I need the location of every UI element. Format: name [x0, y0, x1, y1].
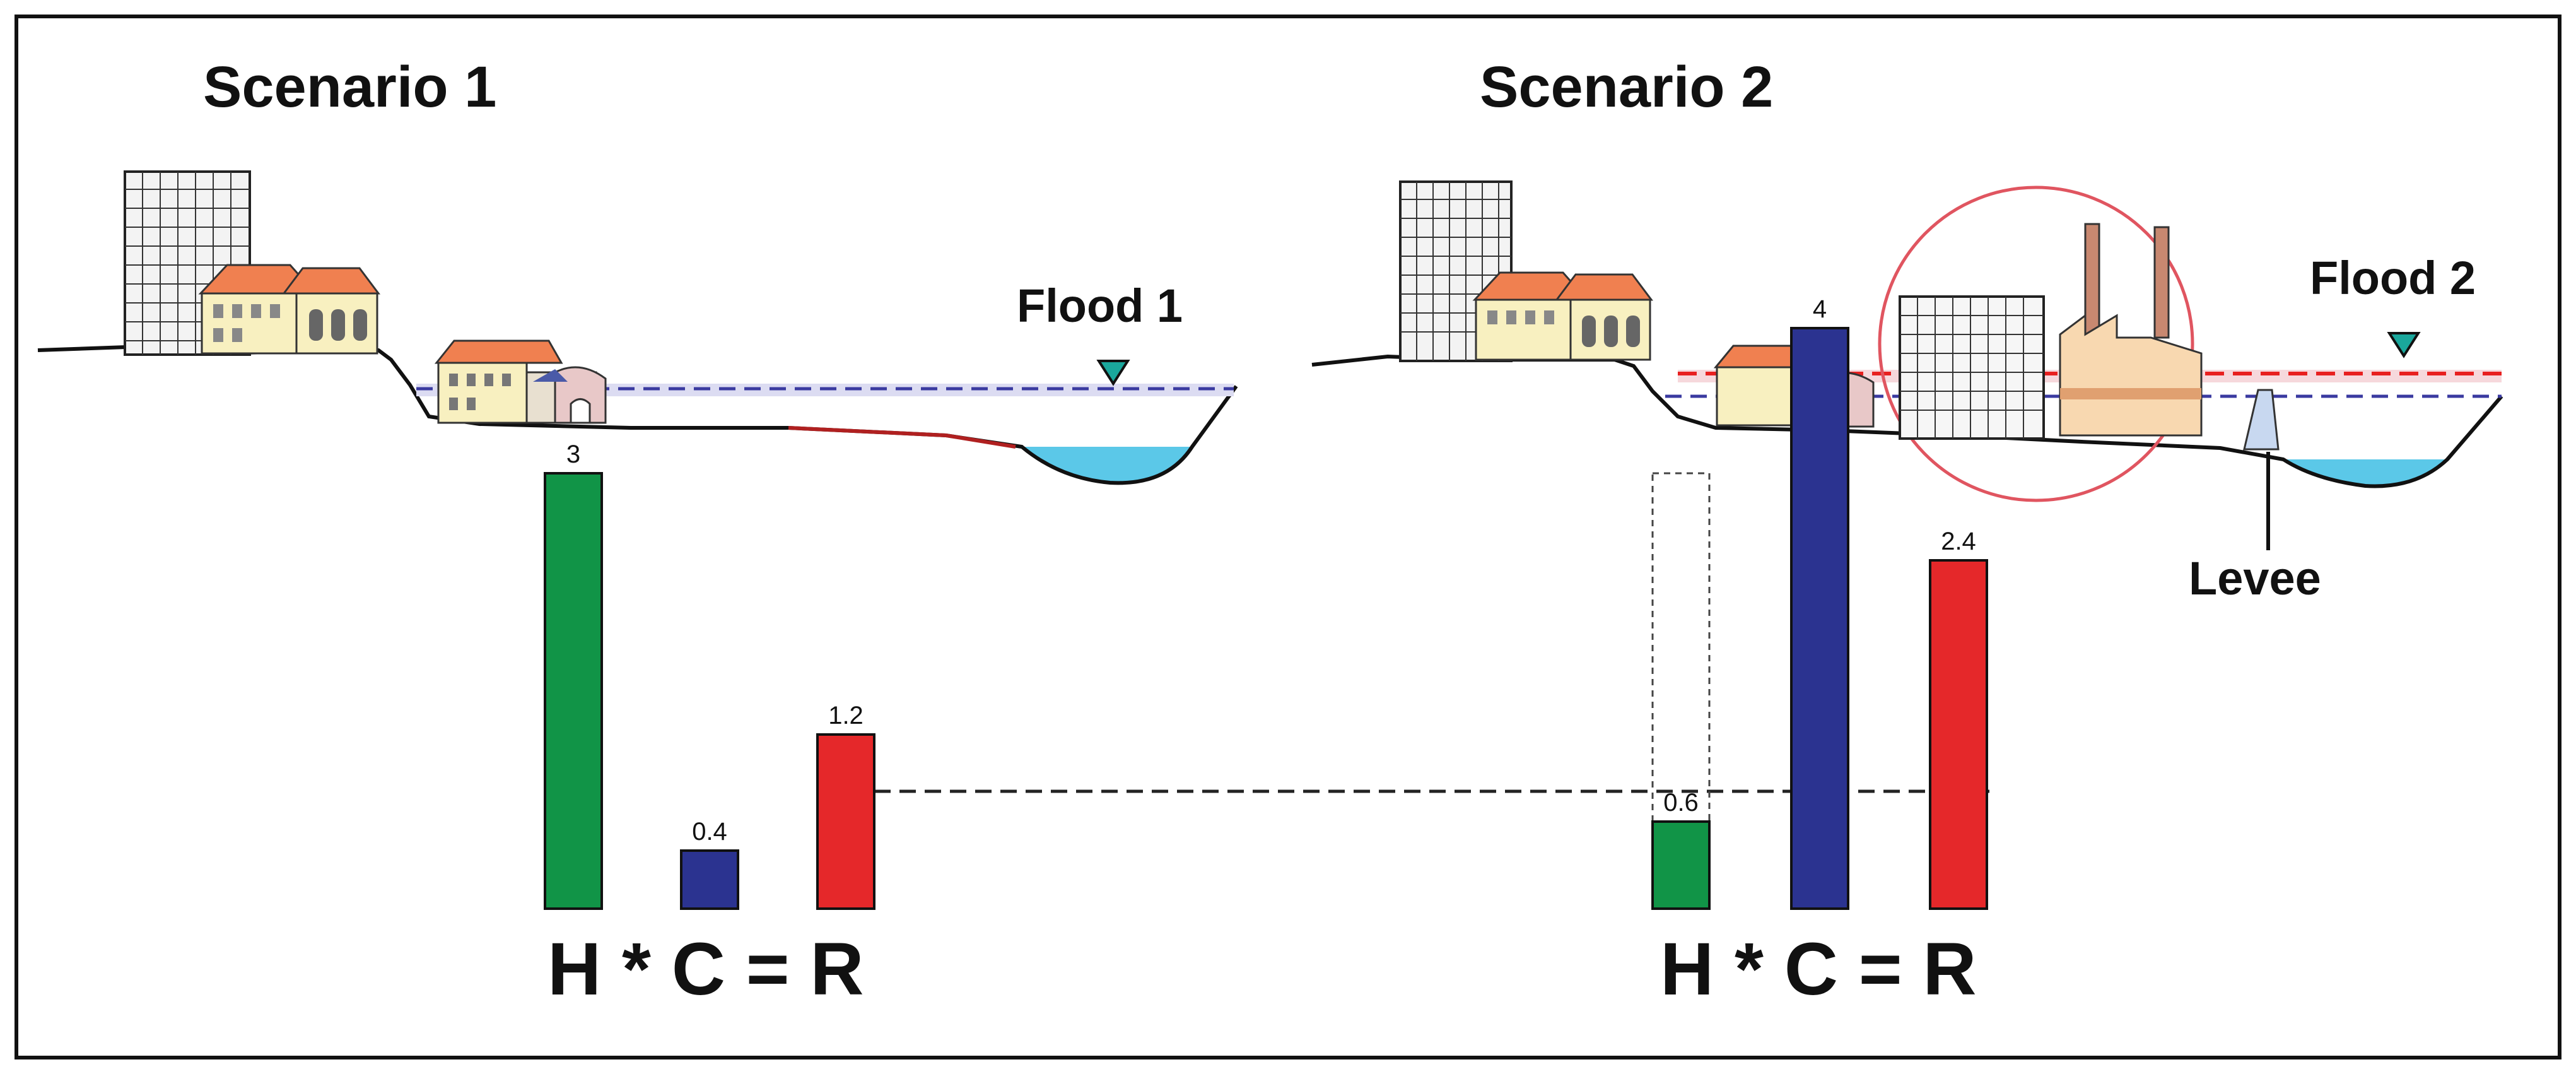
scenario1-risk-bar — [816, 733, 875, 910]
scenario2-flood-marker-icon — [2387, 332, 2421, 358]
scenario2-ground — [1311, 354, 2503, 488]
scenario1-river-water — [1022, 447, 1192, 483]
scenario1-equation: H * C = R — [547, 928, 864, 1011]
scenario1-consequence-value: 0.4 — [692, 818, 727, 846]
scenario2-hazard-value: 0.6 — [1663, 789, 1699, 817]
scenario2-villa — [1472, 271, 1653, 361]
risk-bars — [544, 327, 1988, 910]
scenario1-consequence-bar — [680, 849, 739, 910]
scenario1-landscape — [37, 170, 1238, 485]
scenario1-floodplain-edge — [788, 426, 1016, 449]
scenario2-river-water — [2283, 459, 2447, 487]
scenario1-flood-label: Flood 1 — [1017, 280, 1183, 332]
scenario1-title: Scenario 1 — [203, 55, 497, 119]
scenario1-villa — [198, 264, 380, 355]
scenario2-risk-value: 2.4 — [1941, 528, 1976, 555]
scenario2-levee — [2243, 389, 2280, 451]
scenario2-levee-label: Levee — [2189, 552, 2321, 605]
scenario1-risk-value: 1.2 — [828, 702, 864, 729]
scenario2-equation: H * C = R — [1660, 928, 1977, 1011]
scenario2-risk-bar — [1929, 559, 1988, 910]
scenario1-hazard-bar — [544, 472, 603, 910]
scenario2-hazard-previous-bar — [1651, 472, 1711, 910]
scenario2-factory — [2059, 223, 2203, 437]
scenario2-landscape — [1311, 180, 2503, 550]
scenario2-development-highlight — [1878, 186, 2194, 502]
scenario1-flood-marker-icon — [1096, 360, 1130, 386]
scenario1-hazard-value: 3 — [566, 440, 581, 468]
scenario2-flood-label: Flood 2 — [2310, 252, 2476, 304]
scenario2-new-building — [1899, 295, 2045, 440]
scenario1-riverside-house — [434, 339, 607, 424]
scenario1-ground — [37, 345, 1238, 485]
scenario2-consequence-value: 4 — [1812, 295, 1827, 323]
scenario2-consequence-bar — [1790, 327, 1849, 910]
scenario2-title: Scenario 2 — [1480, 55, 1774, 119]
diagram-border — [15, 15, 2561, 1059]
scenario2-hazard-bar — [1651, 820, 1711, 910]
